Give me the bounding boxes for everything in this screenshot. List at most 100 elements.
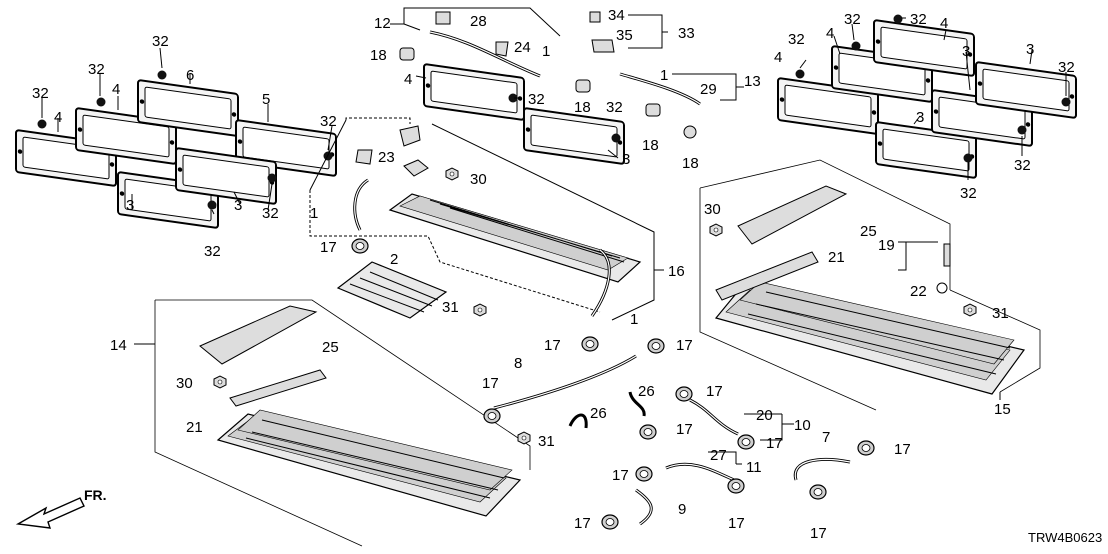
- callout-16: 16: [668, 263, 685, 280]
- front-arrow-icon: [15, 497, 85, 529]
- center-grommet-23: [355, 149, 373, 165]
- callout-3-a: 3: [126, 197, 134, 214]
- callout-17-e: 17: [706, 383, 723, 400]
- callout-32-g: 32: [844, 11, 861, 28]
- callout-14: 14: [110, 337, 127, 354]
- clips-part-18: [399, 47, 697, 139]
- callout-1d: 1: [630, 311, 638, 328]
- cable-part-9: [635, 488, 653, 526]
- callout-31-a: 31: [442, 299, 459, 316]
- callout-18a: 18: [370, 47, 387, 64]
- callout-1b: 1: [660, 67, 668, 84]
- callout-32-center-a: 32: [528, 91, 545, 108]
- callout-17-i: 17: [728, 515, 745, 532]
- callout-10: 10: [794, 417, 811, 434]
- callout-30-center: 30: [470, 171, 487, 188]
- callout-35: 35: [616, 27, 633, 44]
- callout-4-center: 4: [404, 71, 412, 88]
- callout-31-b: 31: [538, 433, 555, 450]
- callout-26-a: 26: [638, 383, 655, 400]
- callout-19: 19: [878, 237, 895, 254]
- callout-32-center-b: 32: [606, 99, 623, 116]
- callout-17-g: 17: [766, 435, 783, 452]
- callout-1c: 1: [310, 205, 318, 222]
- callout-32-a: 32: [152, 33, 169, 50]
- floor-plate-part-2: [336, 261, 448, 319]
- callout-17-b: 17: [544, 337, 561, 354]
- callout-8: 8: [514, 355, 522, 372]
- callout-25-a: 25: [322, 339, 339, 356]
- right-battery-tray-group: [699, 159, 1041, 411]
- callout-4-d: 4: [826, 25, 834, 42]
- callout-24: 24: [514, 39, 531, 56]
- callout-32-b: 32: [88, 61, 105, 78]
- callout-17-f: 17: [676, 421, 693, 438]
- callout-32-e: 32: [262, 205, 279, 222]
- center-battery-tray-group: [309, 117, 655, 321]
- callout-3-d: 3: [962, 43, 970, 60]
- harness-part-12: [429, 11, 541, 78]
- bolt-part-19: [936, 243, 951, 294]
- callout-17-a: 17: [320, 239, 337, 256]
- callout-5: 5: [262, 91, 270, 108]
- callout-7: 7: [822, 429, 830, 446]
- callout-30-right: 30: [704, 201, 721, 218]
- callout-2: 2: [390, 251, 398, 268]
- clip-part-24: [495, 41, 509, 57]
- callout-15: 15: [994, 401, 1011, 418]
- callout-6: 6: [186, 67, 194, 84]
- callout-34: 34: [608, 7, 625, 24]
- left-battery-tray-group: [154, 299, 531, 547]
- center-tray-cells: [399, 195, 629, 271]
- leader-lines: [41, 7, 1067, 465]
- callout-32-h: 32: [910, 11, 927, 28]
- callout-17-j: 17: [574, 515, 591, 532]
- callout-12: 12: [374, 15, 391, 32]
- callout-11: 11: [746, 459, 762, 476]
- callout-32-d: 32: [320, 113, 337, 130]
- callout-18d: 18: [682, 155, 699, 172]
- battery-modules-left: [14, 78, 338, 230]
- cable-part-26: [568, 391, 646, 429]
- callout-1a: 1: [542, 43, 550, 60]
- callout-17-d: 17: [482, 375, 499, 392]
- callout-20: 20: [756, 407, 773, 424]
- callout-labels: 12 28 24 1 18 4 32 18 32 3 18 18 34 35 3…: [32, 7, 1102, 545]
- callout-32-i: 32: [788, 31, 805, 48]
- harness-part-13: [589, 11, 701, 106]
- callout-22: 22: [910, 283, 927, 300]
- callout-32-f: 32: [204, 243, 221, 260]
- front-direction-indicator: FR.: [15, 487, 107, 529]
- callout-3-b: 3: [234, 197, 242, 214]
- callout-3-center: 3: [622, 151, 630, 168]
- callout-31-c: 31: [992, 305, 1009, 322]
- callout-17-h: 17: [612, 467, 629, 484]
- diagram-code: TRW4B0623: [1028, 530, 1102, 545]
- callout-21-right: 21: [828, 249, 845, 266]
- callout-17-k: 17: [894, 441, 911, 458]
- callout-4-e: 4: [774, 49, 782, 66]
- callout-18c: 18: [642, 137, 659, 154]
- front-label: FR.: [84, 487, 107, 503]
- callout-32-j: 32: [1058, 59, 1075, 76]
- callout-13: 13: [744, 73, 761, 90]
- callout-9: 9: [678, 501, 686, 518]
- battery-module-center-4: [422, 62, 526, 122]
- callout-28: 28: [470, 13, 487, 30]
- callout-32-l: 32: [960, 185, 977, 202]
- callout-17-c: 17: [676, 337, 693, 354]
- cable-part-8: [493, 354, 637, 410]
- cable-part-7: [793, 457, 851, 481]
- callout-29: 29: [700, 81, 717, 98]
- callout-4-c: 4: [940, 15, 948, 32]
- callout-21-left: 21: [186, 419, 203, 436]
- callout-4-a: 4: [112, 81, 120, 98]
- cable-part-10: [689, 398, 739, 436]
- callout-3-e: 3: [1026, 41, 1034, 58]
- callout-18b: 18: [574, 99, 591, 116]
- callout-30-left: 30: [176, 375, 193, 392]
- callout-32-c: 32: [32, 85, 49, 102]
- cable-part-11: [665, 462, 735, 482]
- callout-4-b: 4: [54, 109, 62, 126]
